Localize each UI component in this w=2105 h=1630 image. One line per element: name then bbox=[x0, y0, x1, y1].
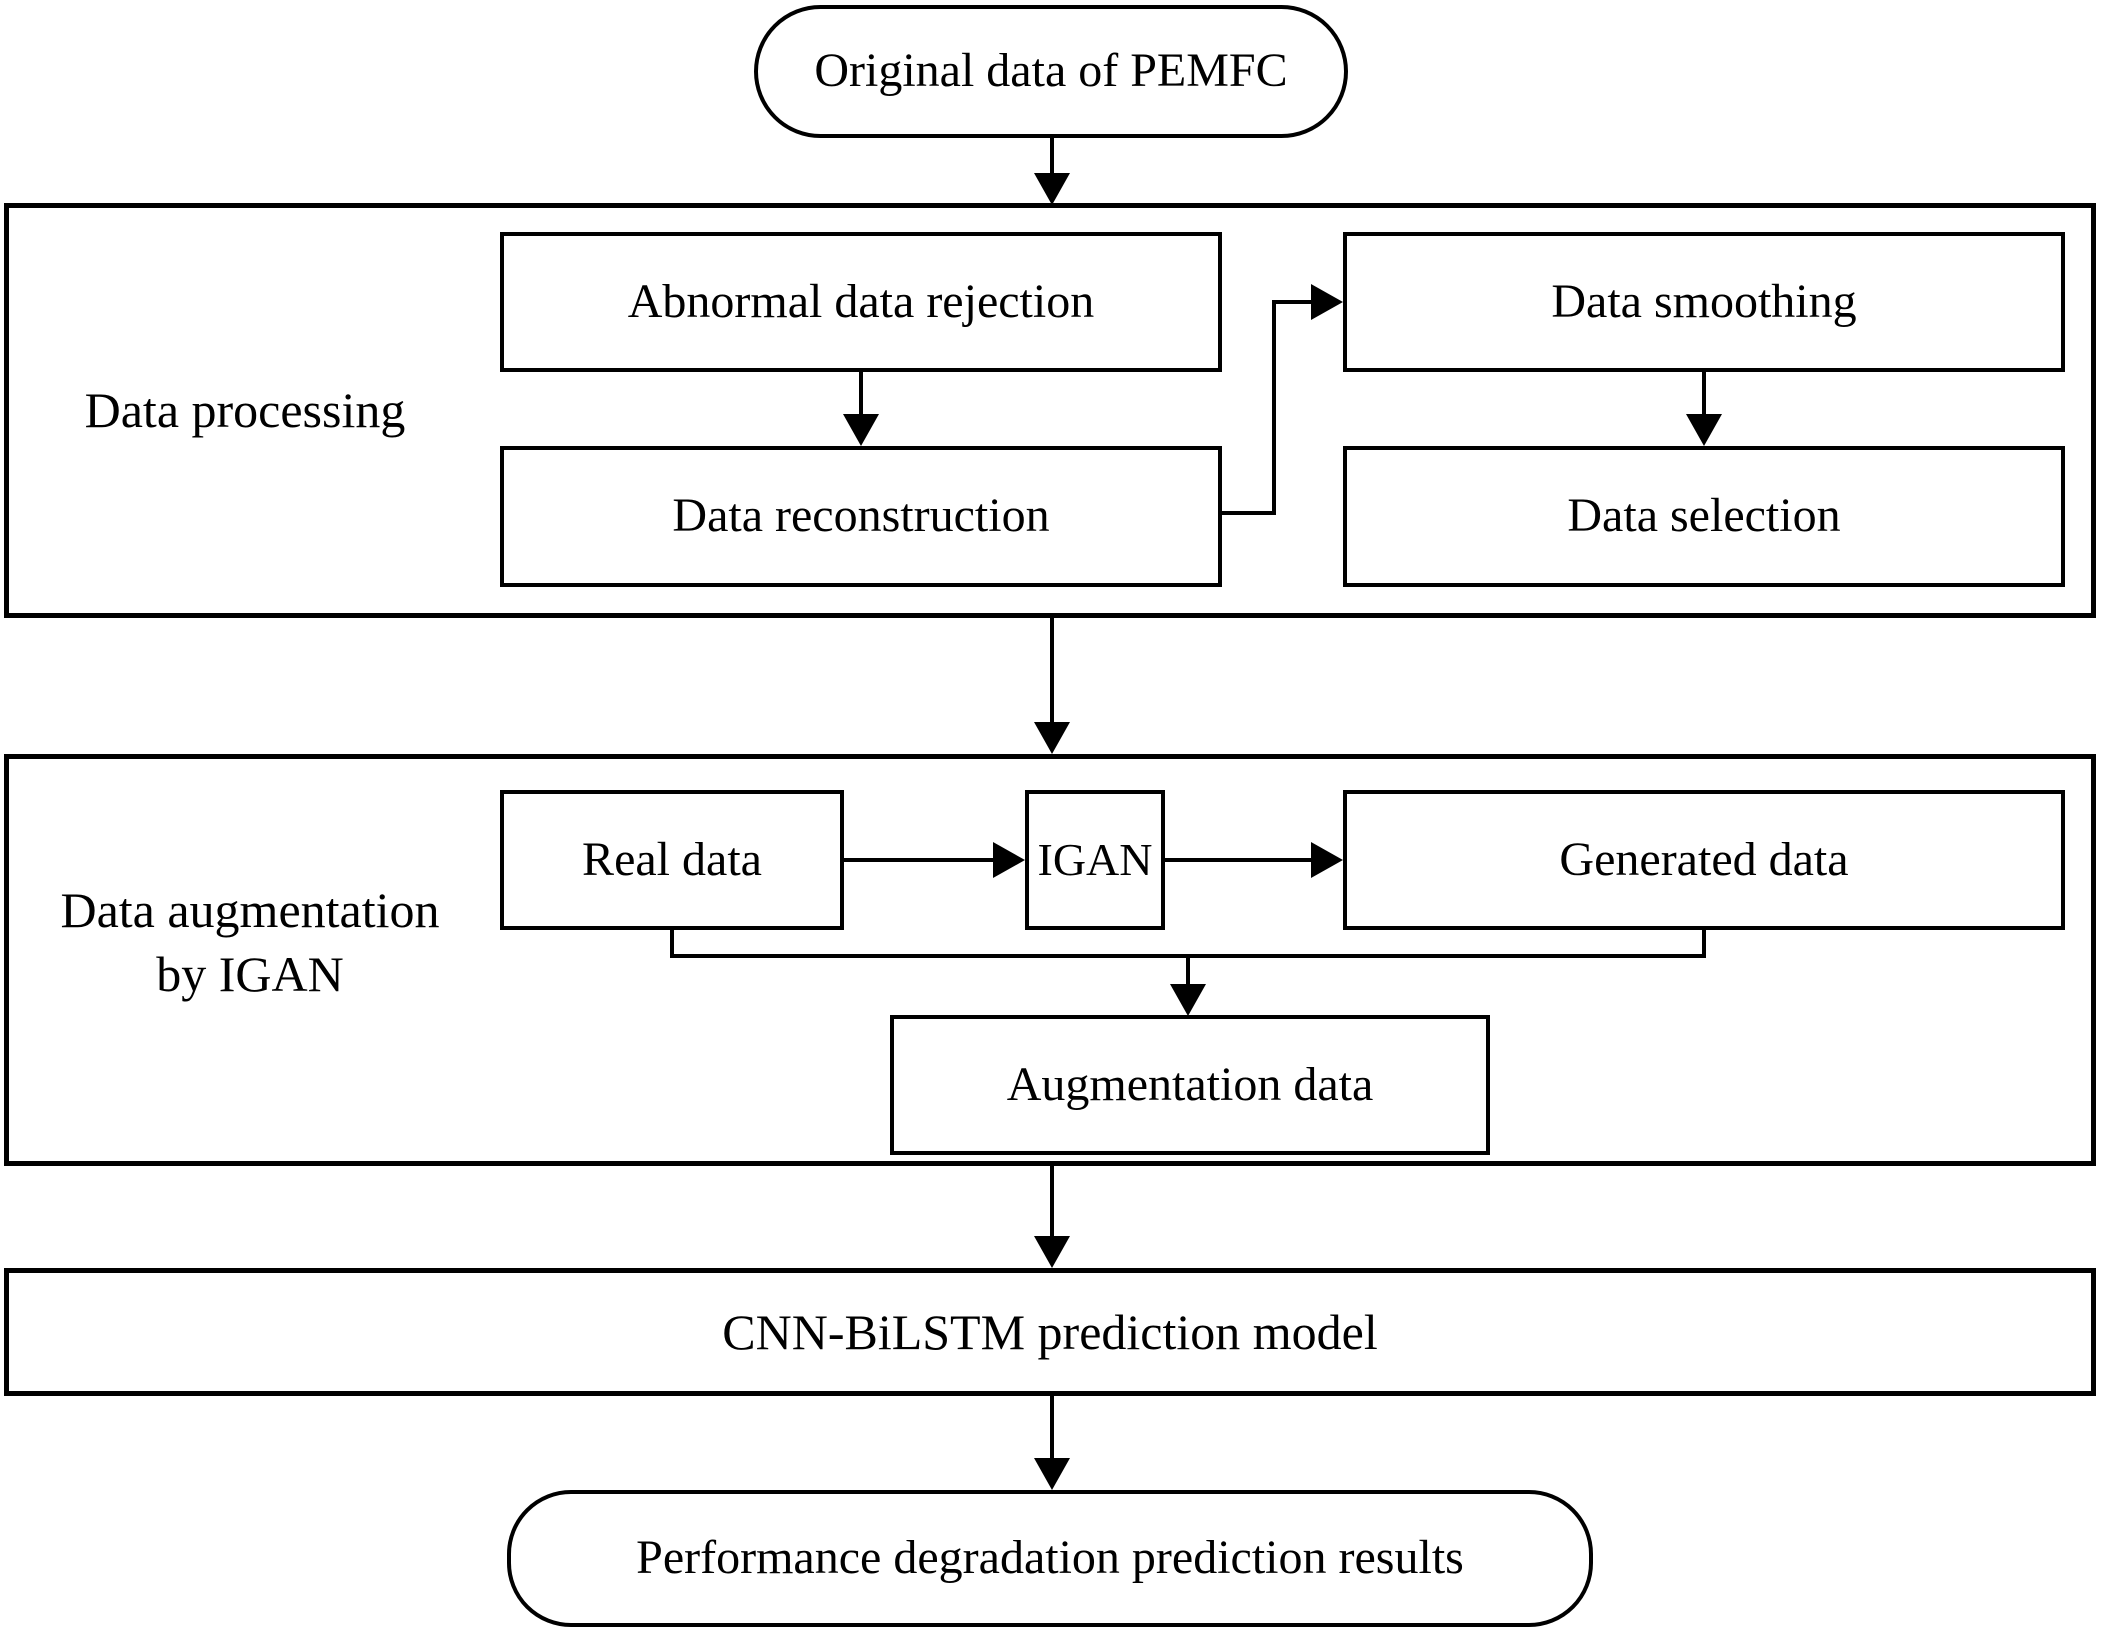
node-abnormal-data-rejection: Abnormal data rejection bbox=[500, 232, 1222, 372]
arrow-head bbox=[1311, 842, 1343, 878]
arrow-stem bbox=[1702, 372, 1706, 416]
arrow-head bbox=[1034, 173, 1070, 205]
node-augmentation-data: Augmentation data bbox=[890, 1015, 1490, 1155]
arrow-stem bbox=[1050, 1166, 1054, 1236]
arrow-stem bbox=[844, 858, 994, 862]
arrow-head bbox=[1034, 1236, 1070, 1268]
node-real-data: Real data bbox=[500, 790, 844, 930]
arrow-head bbox=[1170, 984, 1206, 1016]
arrow-head bbox=[1311, 284, 1343, 320]
node-data-selection: Data selection bbox=[1343, 446, 2065, 587]
arrow-stem bbox=[1165, 858, 1311, 862]
arrow-stem bbox=[1050, 618, 1054, 722]
arrow-head bbox=[843, 414, 879, 446]
section-label-line1: Data augmentation bbox=[60, 882, 440, 938]
node-data-reconstruction: Data reconstruction bbox=[500, 446, 1222, 587]
node-cnn-bilstm-model: CNN-BiLSTM prediction model bbox=[4, 1268, 2096, 1396]
connector-segment bbox=[1272, 300, 1311, 304]
arrow-stem bbox=[1050, 1396, 1054, 1458]
section-label-line2: by IGAN bbox=[156, 946, 344, 1002]
connector-segment bbox=[1702, 930, 1706, 958]
arrow-head bbox=[1686, 414, 1722, 446]
arrow-stem bbox=[859, 372, 863, 416]
node-data-smoothing: Data smoothing bbox=[1343, 232, 2065, 372]
connector-segment bbox=[1220, 511, 1276, 515]
node-igan: IGAN bbox=[1025, 790, 1165, 930]
connector-segment bbox=[1272, 300, 1276, 515]
section-data-augmentation-label: Data augmentation by IGAN bbox=[30, 872, 470, 1012]
connector-segment bbox=[670, 930, 674, 958]
node-original-data: Original data of PEMFC bbox=[754, 5, 1348, 138]
arrow-head bbox=[1034, 1458, 1070, 1490]
arrow-head bbox=[1034, 722, 1070, 754]
node-prediction-results: Performance degradation prediction resul… bbox=[507, 1490, 1593, 1627]
arrow-stem bbox=[1186, 954, 1190, 986]
section-data-processing-label: Data processing bbox=[84, 382, 406, 438]
arrow-stem bbox=[1050, 138, 1054, 175]
node-generated-data: Generated data bbox=[1343, 790, 2065, 930]
arrow-head bbox=[993, 842, 1025, 878]
